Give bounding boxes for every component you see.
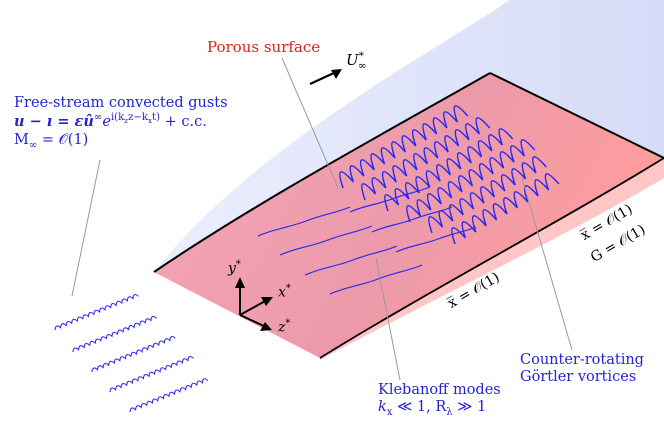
plate-leading-edge: [153, 72, 491, 273]
boundary-layer-region: [154, 0, 664, 272]
klebanoff-title: Klebanoff modes: [378, 382, 501, 398]
freestream-eq-hat: û: [83, 113, 94, 131]
goertler-wave-6: [451, 173, 560, 245]
label-u-infinity: U*∞: [346, 50, 367, 72]
axis-x-arrowhead: [261, 297, 273, 306]
label-axis-x: x*: [278, 283, 291, 301]
leader-lines: [71, 57, 573, 381]
axis-x-line: [239, 299, 268, 316]
label-axis-z: z*: [278, 318, 291, 336]
coordinate-axes: [235, 277, 273, 331]
klebanoff-streak: [304, 245, 398, 276]
porous-surface-text: Porous surface: [207, 38, 321, 56]
axis-z-line: [239, 314, 267, 328]
freestream-title: Free-stream convected gusts: [14, 95, 228, 111]
freestream-eq-exp: e: [102, 114, 111, 131]
klebanoff-streak: [371, 206, 453, 233]
klebanoff-streaks: [257, 186, 477, 295]
freestream-eq-cc: + c.c.: [164, 114, 207, 131]
freestream-arrow: [309, 69, 342, 85]
klebanoff-streak: [349, 186, 431, 213]
freestream-gusts: [54, 293, 209, 413]
goertler-title-line2: Görtler vortices: [520, 369, 637, 386]
gust-line: [129, 378, 209, 413]
freestream-eq-sup: ∞: [93, 112, 103, 124]
porous-plate: [154, 73, 664, 358]
leader-porous-surface: [281, 57, 339, 189]
klebanoff-streak: [329, 264, 423, 295]
leader-goertler: [521, 177, 573, 351]
goertler-wave-3: [384, 128, 514, 212]
freestream-equation: u − ı = εû∞ei(kzz−kxt) + c.c.: [14, 112, 228, 131]
label-porous-surface: Porous surface: [207, 38, 320, 56]
axis-y-arrowhead: [235, 277, 245, 288]
klebanoff-streak: [257, 206, 351, 237]
freestream-eq-exp-sup: i(kzz−kxt): [110, 112, 161, 126]
klebanoff-conditions: kx ≪ 1, Rλ ≫ 1: [378, 399, 487, 419]
goertler-vortices: [339, 105, 560, 245]
label-goertler-block: Counter-rotating Görtler vortices: [520, 352, 644, 387]
goertler-wave-2: [361, 117, 491, 201]
gust-line: [54, 293, 139, 331]
mach-number: M∞ = 𝒪(1): [14, 131, 89, 151]
klebanoff-streak: [279, 225, 373, 256]
leader-klebanoff: [375, 257, 401, 381]
goertler-wave-4: [406, 139, 536, 223]
goertler-title-line1: Counter-rotating: [520, 352, 644, 368]
gust-line: [109, 355, 194, 393]
plate-trailing-edge: [489, 72, 664, 159]
klebanoff-streak: [395, 226, 477, 253]
goertler-wave-1: [339, 105, 469, 189]
label-klebanoff-block: Klebanoff modes kx ≪ 1, Rλ ≫ 1: [378, 382, 501, 419]
gust-line: [91, 335, 176, 373]
label-freestream-block: Free-stream convected gusts u − ı = εû∞e…: [14, 95, 228, 152]
freestream-eq-lhs: u − ı = ε: [14, 113, 84, 131]
goertler-wave-5: [428, 156, 547, 234]
label-axis-y: y*: [228, 259, 241, 277]
plate-side-edge: [319, 157, 664, 359]
leader-freestream-gusts: [71, 159, 101, 297]
gust-line: [72, 315, 157, 353]
axis-z-arrowhead: [260, 322, 272, 331]
